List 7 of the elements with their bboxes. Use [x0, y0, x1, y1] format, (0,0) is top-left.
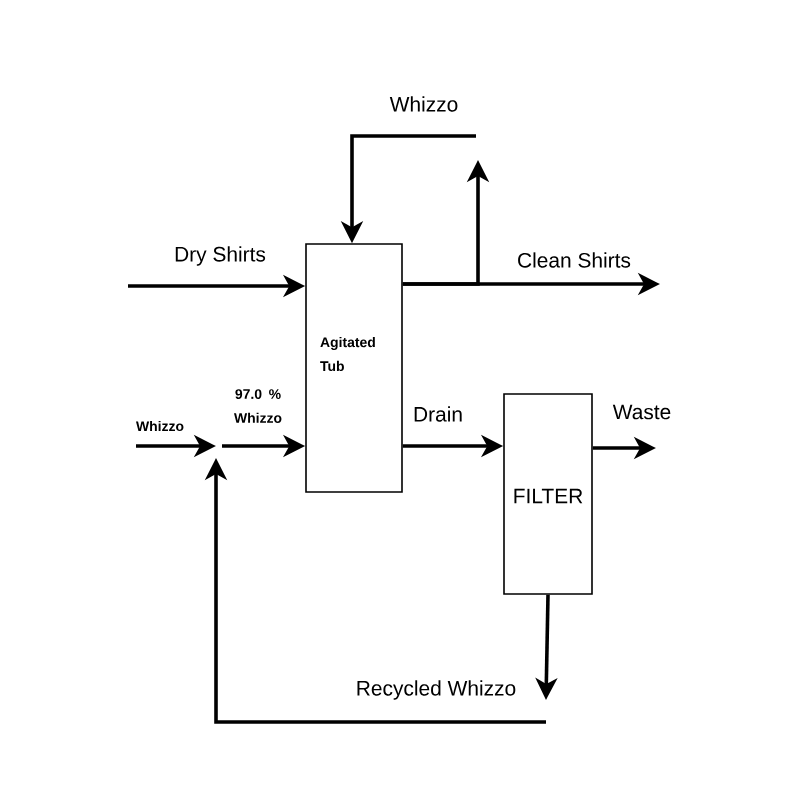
edge-label: Drain	[414, 406, 462, 422]
edge-label: Clean Shirts	[518, 252, 631, 268]
edge-label: Waste	[612, 404, 671, 420]
edge-label: Dry Shirts	[175, 246, 266, 266]
edge-label: Whizzo	[389, 96, 458, 112]
filter-box: FILTER	[503, 393, 593, 595]
edge-label: Recycled Whizzo	[357, 680, 516, 700]
